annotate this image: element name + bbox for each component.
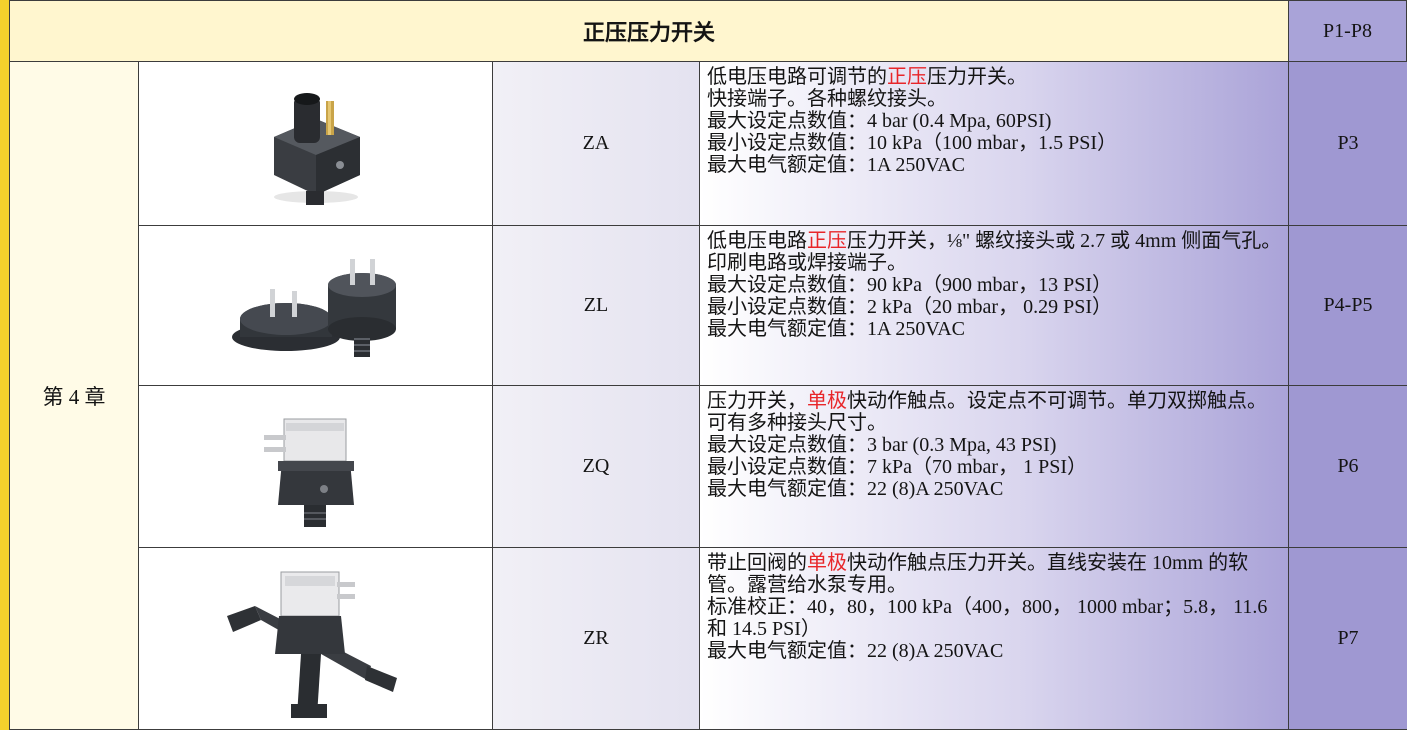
product-image-zl <box>139 226 493 386</box>
table-row: ZR 带止回阀的单极快动作触点压力开关。直线安装在 10mm 的软管。露营给水泵… <box>139 548 1407 730</box>
description-line: 最小设定点数值：7 kPa（70 mbar， 1 PSI） <box>707 456 1087 478</box>
description-line: 最大设定点数值：3 bar (0.3 Mpa, 43 PSI) <box>707 434 1057 456</box>
description-line: 最大设定点数值：90 kPa（900 mbar，13 PSI） <box>707 274 1112 296</box>
product-description: 压力开关，单极快动作触点。设定点不可调节。单刀双掷触点。可有多种接头尺寸。 最大… <box>700 386 1289 548</box>
model-code: ZL <box>493 226 700 386</box>
description-line: 最大电气额定值：22 (8)A 250VAC <box>707 640 1004 662</box>
description-line: 快接端子。各种螺纹接头。 <box>707 88 947 110</box>
highlight-term: 正压 <box>887 66 927 88</box>
product-image-zq <box>139 386 493 548</box>
left-accent-stripe <box>0 0 9 730</box>
highlight-term: 单极 <box>807 552 847 574</box>
product-image-za <box>139 62 493 226</box>
page-reference: P4-P5 <box>1289 226 1407 386</box>
page-reference: P7 <box>1289 548 1407 730</box>
pressure-switch-zq-icon <box>263 418 354 527</box>
model-code: ZQ <box>493 386 700 548</box>
table-row: ZQ 压力开关，单极快动作触点。设定点不可调节。单刀双掷触点。可有多种接头尺寸。… <box>139 386 1407 548</box>
description-line: 最小设定点数值：2 kPa（20 mbar， 0.29 PSI） <box>707 296 1112 318</box>
product-image-zr <box>139 548 493 730</box>
page-reference: P3 <box>1289 62 1407 226</box>
table-row: ZL 低电压电路正压压力开关，⅛" 螺纹接头或 2.7 或 4mm 侧面气孔。印… <box>139 226 1407 386</box>
highlight-term: 正压 <box>807 230 847 252</box>
model-code: ZA <box>493 62 700 226</box>
description-line: 最大电气额定值：1A 250VAC <box>707 154 965 176</box>
page-range: P1-P8 <box>1289 0 1407 62</box>
description-line: 最大电气额定值：1A 250VAC <box>707 318 965 340</box>
description-line: 低电压电路可调节的正压压力开关。 <box>707 66 1027 88</box>
description-line: 低电压电路正压压力开关，⅛" 螺纹接头或 2.7 或 4mm 侧面气孔。印刷电路… <box>707 230 1282 274</box>
page-reference: P6 <box>1289 386 1407 548</box>
model-code: ZR <box>493 548 700 730</box>
description-line: 最大电气额定值：22 (8)A 250VAC <box>707 478 1004 500</box>
product-description: 低电压电路正压压力开关，⅛" 螺纹接头或 2.7 或 4mm 侧面气孔。印刷电路… <box>700 226 1289 386</box>
description-line: 带止回阀的单极快动作触点压力开关。直线安装在 10mm 的软管。露营给水泵专用。 <box>707 552 1249 596</box>
pressure-switch-zl-icon <box>231 258 396 357</box>
product-description: 低电压电路可调节的正压压力开关。 快接端子。各种螺纹接头。 最大设定点数值：4 … <box>700 62 1289 226</box>
highlight-term: 单极 <box>807 390 847 412</box>
description-line: 最小设定点数值：10 kPa（100 mbar，1.5 PSI） <box>707 132 1117 154</box>
description-line: 压力开关，单极快动作触点。设定点不可调节。单刀双掷触点。可有多种接头尺寸。 <box>707 390 1267 434</box>
section-title: 正压压力开关 <box>9 0 1289 62</box>
pressure-switch-zr-icon <box>226 571 397 718</box>
description-line: 最大设定点数值：4 bar (0.4 Mpa, 60PSI) <box>707 110 1052 132</box>
description-line: 标准校正：40，80，100 kPa（400，800， 1000 mbar；5.… <box>707 596 1268 640</box>
product-description: 带止回阀的单极快动作触点压力开关。直线安装在 10mm 的软管。露营给水泵专用。… <box>700 548 1289 730</box>
chapter-label: 第 4 章 <box>9 62 139 730</box>
pressure-switch-za-icon <box>273 92 360 205</box>
table-row: ZA 低电压电路可调节的正压压力开关。 快接端子。各种螺纹接头。 最大设定点数值… <box>139 62 1407 226</box>
